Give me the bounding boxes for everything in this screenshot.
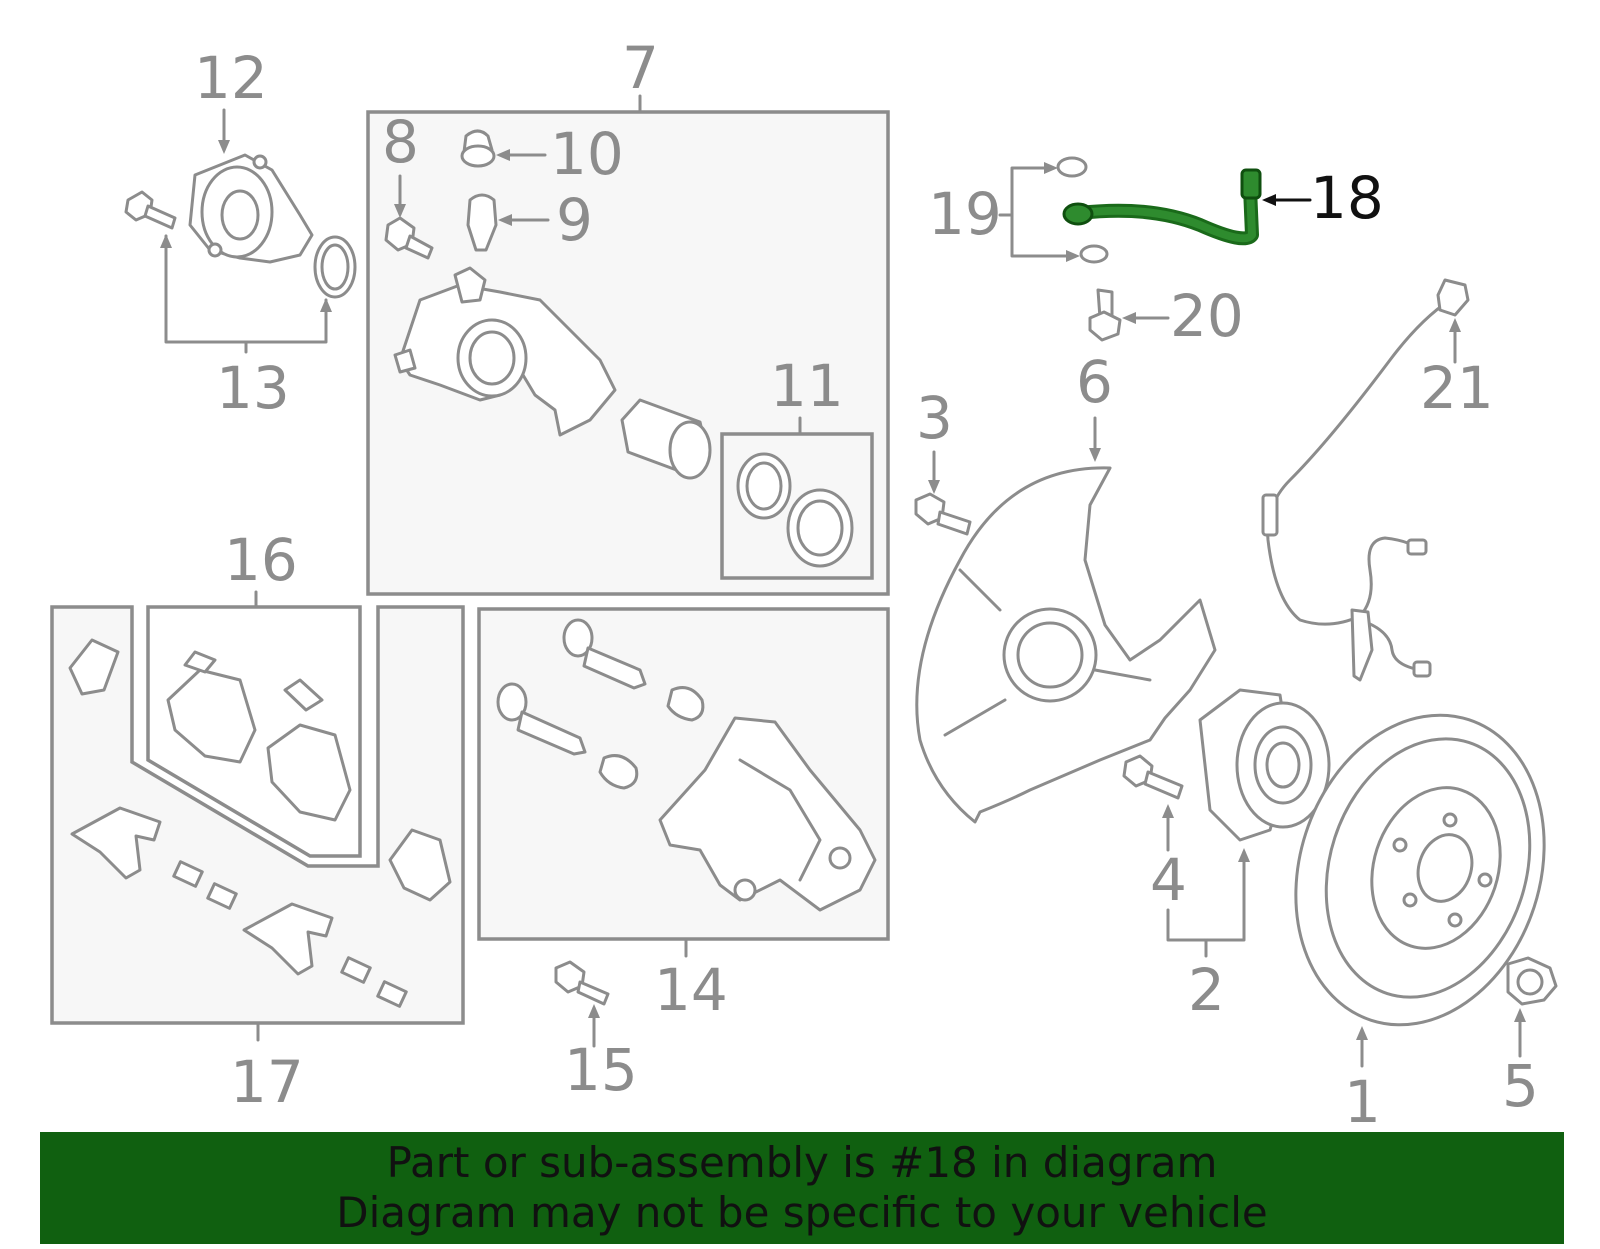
banner-line-1: Part or sub-assembly is #18 in diagram	[386, 1138, 1218, 1187]
arrow-1-head	[1356, 1026, 1368, 1040]
pad-inner-box	[146, 605, 362, 858]
callout-8: 8	[382, 108, 419, 176]
caliper-bracket-part	[658, 716, 877, 912]
brake-hose-part	[1062, 168, 1262, 246]
callout-14: 14	[654, 956, 728, 1024]
arrow-15-head	[588, 1004, 600, 1018]
callout-20: 20	[1170, 282, 1244, 350]
callout-6: 6	[1076, 348, 1113, 416]
arrow-9-head	[498, 214, 512, 226]
callout-11: 11	[770, 352, 844, 420]
arrow-12-head	[218, 140, 230, 154]
arrow-19	[1010, 166, 1076, 258]
pad-spring-a-part	[172, 860, 204, 888]
hub-nut-part	[1506, 956, 1558, 1006]
brake-rotor-part	[1294, 713, 1546, 1027]
arrow-18-head	[1262, 194, 1276, 206]
arrow-3-head	[928, 480, 940, 494]
callout-19: 19	[928, 180, 1002, 248]
arrow-19-head-b	[1066, 250, 1080, 262]
washer-upper-part	[1056, 156, 1088, 178]
callout-17: 17	[230, 1048, 304, 1116]
pad-wear-clip-part	[68, 638, 120, 696]
shield-bolt-part	[914, 492, 972, 536]
callout-10: 10	[550, 120, 624, 188]
bracket-bolt-part	[554, 960, 610, 1006]
guide-pin-upper-part	[562, 618, 647, 690]
callout-4: 4	[1150, 846, 1187, 914]
arrow-5-head	[1514, 1008, 1526, 1022]
pad-shim-part	[388, 828, 452, 902]
piston-seal-part	[736, 452, 792, 520]
arrow-20-head	[1122, 312, 1136, 324]
callout-2: 2	[1188, 956, 1225, 1024]
callout-7: 7	[622, 34, 659, 102]
callout-3: 3	[916, 384, 953, 452]
callout-18: 18	[1310, 164, 1384, 232]
bleeder-cap-part	[460, 129, 496, 168]
arrow-8-head	[394, 204, 406, 218]
pin-boot-lower-part	[598, 754, 639, 790]
piston-part	[620, 398, 712, 480]
hose-bolt-part	[1088, 288, 1122, 342]
arrow-2-head	[1238, 848, 1250, 862]
banner-line-2: Diagram may not be specific to your vehi…	[336, 1188, 1268, 1237]
pad-spring-d-part	[376, 980, 408, 1008]
callout-12: 12	[194, 44, 268, 112]
hub-bolt-part	[1122, 754, 1184, 800]
pad-spring-c-part	[340, 956, 372, 984]
callout-13: 13	[216, 354, 290, 422]
callout-21: 21	[1420, 354, 1494, 422]
brake-pad-outer-part	[266, 678, 352, 822]
abutment-clip-upper-part	[70, 806, 162, 880]
dust-shield-part	[915, 466, 1217, 824]
callout-1: 1	[1344, 1068, 1381, 1136]
callout-16: 16	[224, 526, 298, 594]
hub-bearing-part	[1198, 688, 1331, 842]
callout-5: 5	[1502, 1052, 1539, 1120]
actuator-motor-part	[188, 153, 314, 264]
bleeder-screw-part	[466, 193, 498, 252]
abutment-clip-lower-part	[242, 902, 334, 976]
abs-sensor-part	[1261, 278, 1470, 682]
arrow-13-head-b	[320, 298, 332, 312]
caliper-part	[393, 266, 617, 437]
pin-boot-upper-part	[666, 686, 705, 722]
arrow-10-head	[496, 149, 510, 161]
actuator-o-ring-inner	[320, 243, 350, 291]
callout-9: 9	[556, 186, 593, 254]
pad-spring-b-part	[206, 882, 238, 910]
arrow-4-head	[1162, 804, 1174, 818]
brake-pad-inner-part	[166, 650, 257, 764]
piston-boot-part	[786, 488, 854, 568]
part-info-banner: Part or sub-assembly is #18 in diagram D…	[40, 1132, 1564, 1244]
actuator-bolt-part	[124, 190, 177, 230]
washer-lower-part	[1079, 244, 1109, 264]
arrow-13-head-a	[160, 234, 172, 248]
guide-pin-lower-part	[496, 682, 587, 756]
callout-15: 15	[564, 1036, 638, 1104]
arrow-19-head-a	[1044, 162, 1058, 174]
arrow-21-head	[1449, 318, 1461, 332]
arrow-6-head	[1089, 448, 1101, 462]
